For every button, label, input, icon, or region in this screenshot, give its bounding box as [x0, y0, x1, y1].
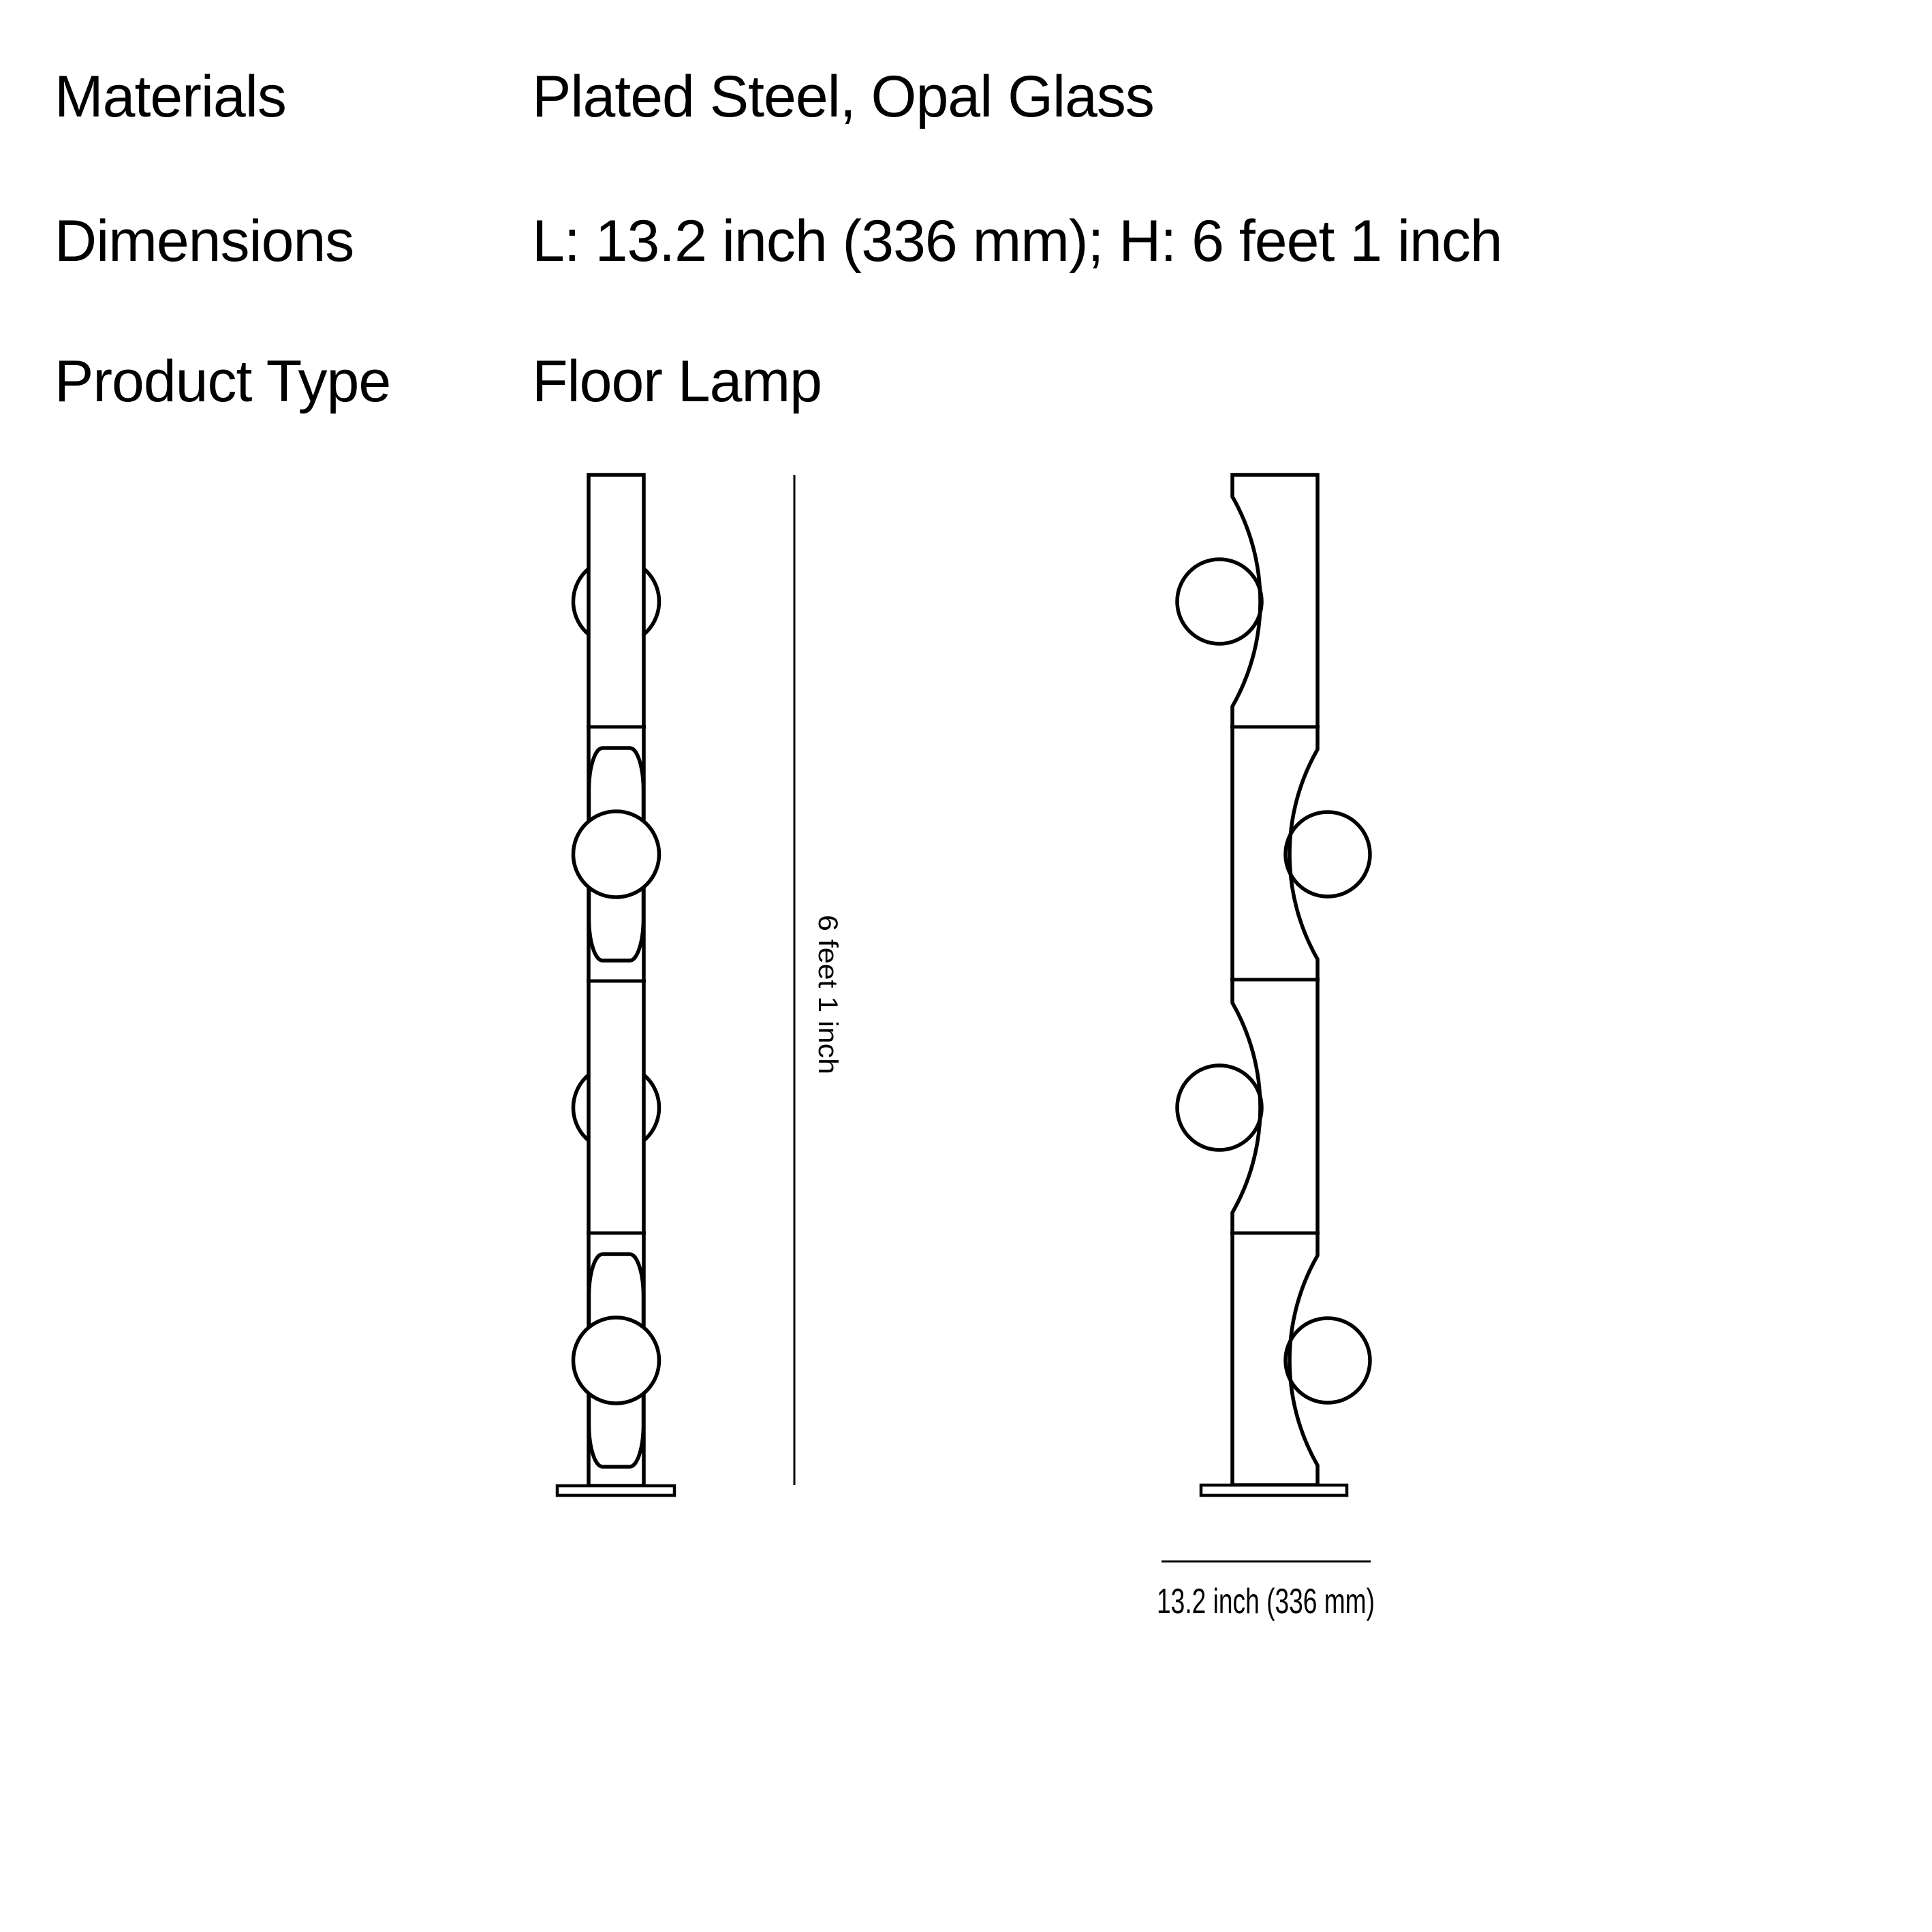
- sphere-1-left: [1175, 557, 1264, 646]
- dimensions-value: L: 13.2 inch (336 mm); H: 6 feet 1 inch: [532, 208, 1503, 274]
- materials-label: Materials: [54, 64, 287, 129]
- sphere-3-left: [1175, 1063, 1264, 1152]
- sphere-4-right: [1283, 1316, 1372, 1405]
- width-dimension: 13.2 inch (336 mm): [1157, 1560, 1375, 1621]
- side-view-drawing: [555, 473, 676, 1497]
- width-dimension-label: 13.2 inch (336 mm): [1157, 1582, 1375, 1621]
- product-type-label: Product Type: [54, 349, 391, 414]
- product-type-value: Floor Lamp: [532, 349, 822, 414]
- front-sphere-lower: [571, 1315, 661, 1405]
- dimensions-label: Dimensions: [54, 208, 354, 274]
- base-plate-front-view: [1199, 1483, 1349, 1497]
- front-view-drawing: [1175, 473, 1372, 1497]
- base-plate-side-view: [555, 1484, 676, 1497]
- height-dimension: 6 feet 1 inch: [793, 475, 843, 1485]
- sphere-2-right: [1283, 810, 1372, 899]
- materials-value: Plated Steel, Opal Glass: [532, 64, 1155, 129]
- front-sphere-upper: [571, 809, 661, 899]
- height-dimension-label: 6 feet 1 inch: [813, 915, 843, 1074]
